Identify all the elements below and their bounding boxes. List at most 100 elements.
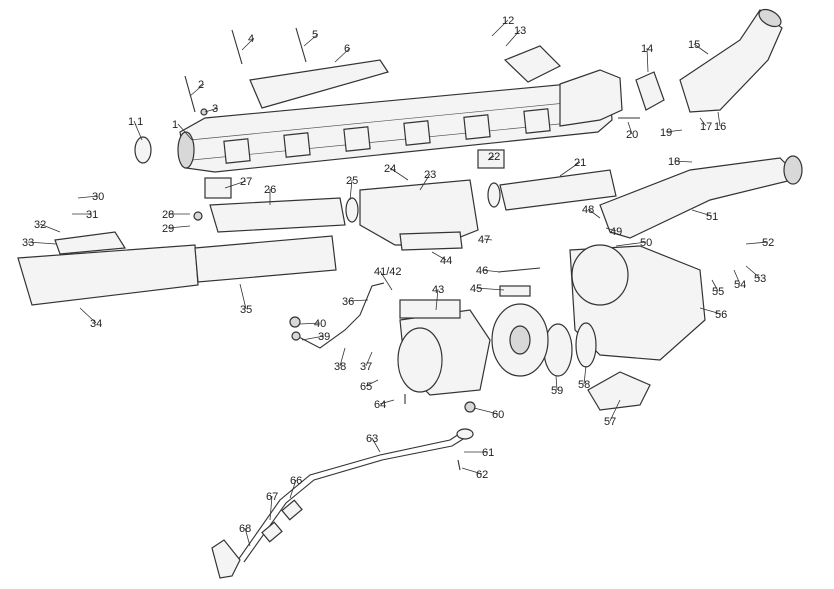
gasket-22 [477, 149, 505, 169]
leader-line [605, 227, 617, 232]
callout-label: 51 [706, 211, 718, 223]
leader-line [673, 160, 693, 163]
callout-label: 49 [610, 226, 622, 238]
leader-line [419, 173, 431, 191]
leader-line [609, 399, 621, 422]
callout-label: 6 [344, 43, 350, 55]
ring-1-1 [134, 136, 152, 164]
leader-line [289, 479, 297, 499]
callout-label: 1.1 [128, 116, 143, 128]
leader-line [481, 269, 501, 273]
leader-lines [27, 19, 769, 547]
callout-label: 27 [240, 176, 252, 188]
leader-line [189, 83, 205, 97]
gasket-13 [503, 45, 562, 83]
leader-line [204, 107, 219, 113]
callout-label: 2 [198, 79, 204, 91]
callout-label: 58 [578, 379, 590, 391]
leader-line [491, 19, 509, 37]
callout-label: 24 [384, 163, 396, 175]
gasket-60 [464, 401, 476, 413]
callout-label: 53 [754, 273, 766, 285]
sleeve-45 [499, 285, 531, 297]
bolts-upper [184, 27, 307, 116]
callout-label: 23 [424, 169, 436, 181]
leader-line [269, 495, 273, 521]
leader-line [349, 179, 353, 201]
callout-label: 44 [440, 255, 452, 267]
leader-line [389, 167, 409, 181]
washer-40 [289, 316, 301, 328]
callout-label: 66 [290, 475, 302, 487]
drain-pipe-63 [237, 429, 466, 561]
callout-label: 1 [172, 119, 178, 131]
clamp-59 [543, 323, 573, 377]
bracket-33 [54, 231, 127, 255]
flange-14 [635, 71, 665, 111]
heat-shield-34 [17, 244, 199, 306]
callout-label: 61 [482, 447, 494, 459]
callout-label: 38 [334, 361, 346, 373]
leader-line [615, 241, 647, 247]
callout-label: 68 [239, 523, 251, 535]
leader-line [691, 209, 713, 217]
leader-line [555, 375, 558, 391]
leader-line [473, 407, 499, 415]
mid-pipe-assembly [204, 149, 617, 246]
leader-line [717, 111, 721, 127]
leader-line [627, 121, 633, 135]
leader-line [587, 208, 601, 219]
callout-label: 20 [626, 129, 638, 141]
callout-label: 31 [86, 209, 98, 221]
callout-label: 12 [502, 15, 514, 27]
callout-label: 4 [248, 33, 254, 45]
callout-label: 16 [714, 121, 726, 133]
callout-label: 18 [668, 156, 680, 168]
hose-67 [261, 521, 283, 543]
callout-label: 46 [476, 265, 488, 277]
gasket-44 [399, 231, 463, 251]
elbow-pipe-15 [679, 9, 783, 113]
washer-28 [193, 211, 203, 221]
fitting-39 [291, 331, 301, 341]
oil-line-38 [294, 282, 385, 349]
leader-line [365, 351, 373, 367]
leader-line [699, 117, 707, 127]
callout-label: 55 [712, 286, 724, 298]
callout-label: 47 [478, 234, 490, 246]
callout-label: 39 [318, 331, 330, 343]
gasket-46 [497, 267, 541, 273]
heat-shield-35 [194, 235, 337, 283]
callout-label: 32 [34, 219, 46, 231]
leader-line [239, 283, 247, 310]
leader-line [224, 180, 247, 189]
leader-line [167, 225, 191, 229]
clamp-58 [575, 322, 597, 368]
callout-label: 62 [476, 469, 488, 481]
leader-line [177, 123, 193, 141]
callout-label: 43 [432, 284, 444, 296]
turbo-flange [399, 299, 461, 319]
turbocharger-43 [397, 299, 549, 396]
bolt-62 [457, 459, 461, 471]
callout-label: 29 [162, 223, 174, 235]
heat-shield-6 [249, 59, 389, 109]
leader-line [711, 279, 719, 292]
leader-line [379, 399, 395, 405]
leader-line [241, 37, 255, 51]
leader-line [699, 307, 722, 315]
elbow-68 [211, 539, 241, 579]
callout-label: 22 [488, 151, 500, 163]
leader-line [371, 437, 381, 453]
leader-line [435, 288, 439, 311]
leader-line [483, 238, 493, 241]
leader-line [244, 527, 251, 547]
callout-label: 52 [762, 237, 774, 249]
leader-line [431, 251, 447, 261]
callout-label: 34 [90, 318, 102, 330]
callout-label: 26 [264, 184, 276, 196]
callout-label: 30 [92, 191, 104, 203]
callout-label: 60 [492, 409, 504, 421]
